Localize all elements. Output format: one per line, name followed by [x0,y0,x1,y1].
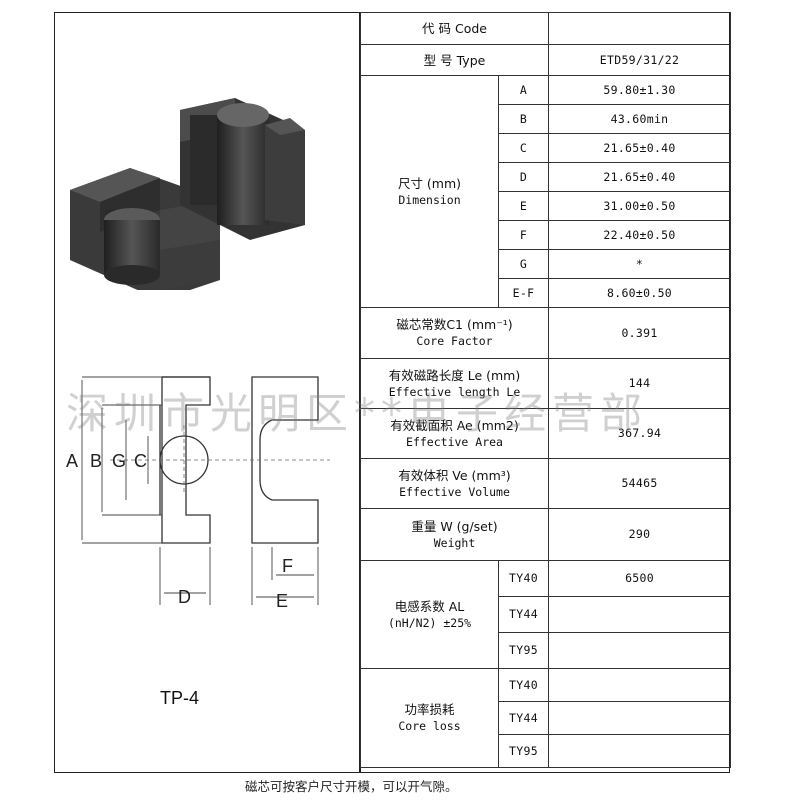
dim-key: A [497,75,550,105]
al-material: TY95 [497,632,550,669]
weight-label: 重量 W (g/set) Weight [359,508,550,561]
ve-cn: 有效体积 Ve (mm³) [398,467,511,483]
dimension-label: 尺寸 (mm) Dimension [360,75,499,308]
label-E: E [276,591,288,611]
column-divider [359,12,361,773]
core-factor-value: 0.391 [548,307,732,359]
loss-value [548,734,732,768]
label-B: B [90,451,102,471]
dim-value: 21.65±0.40 [548,133,732,163]
label-D: D [178,587,191,607]
type-value: ETD59/31/22 [548,44,732,76]
label-C: C [134,451,147,471]
loss-value [548,668,732,702]
ae-value: 367.94 [548,408,732,459]
spec-table: 代 码 Code 型 号 Type ETD59/31/22 尺寸 (mm) Di… [359,12,732,768]
dimension-drawing: A B G C D E F [66,376,330,611]
core-photo [70,98,305,290]
ve-value: 54465 [548,458,732,509]
le-en: Effective length Le [388,384,521,399]
core-factor-label: 磁芯常数C1 (mm⁻¹) Core Factor [359,307,550,359]
loss-material: TY44 [497,701,550,735]
dim-key: E [497,191,550,221]
loss-en: Core loss [398,719,461,733]
dim-key: C [497,133,550,163]
dim-key: E-F [497,278,550,308]
dim-key: F [497,220,550,250]
al-value [548,596,732,633]
dim-value: 21.65±0.40 [548,162,732,192]
loss-label: 功率损耗 Core loss [360,668,499,768]
le-cn: 有效磁路长度 Le (mm) [388,367,521,383]
dimension-label-cn: 尺寸 (mm) [397,175,462,191]
al-material: TY44 [497,596,550,633]
code-value [548,12,732,45]
ae-cn: 有效截面积 Ae (mm2) [390,417,519,433]
dim-value: 59.80±1.30 [548,75,732,105]
dim-value: * [548,249,732,279]
dimension-label-en: Dimension [398,192,461,207]
footnote: 磁芯可按客户尺寸开模，可以开气隙。 [245,779,458,794]
model-label: TP-4 [160,688,200,708]
weight-cn: 重量 W (g/set) [411,518,498,534]
label-G: G [112,451,126,471]
weight-en: Weight [433,535,476,550]
dim-value: 31.00±0.50 [548,191,732,221]
ae-en: Effective Area [406,434,503,449]
al-label: 电感系数 AL (nH/N2) ±25% [360,560,499,669]
al-value: 6500 [548,560,732,597]
al-cn: 电感系数 AL [394,598,465,614]
core-factor-cn: 磁芯常数C1 (mm⁻¹) [396,317,513,332]
dim-key: D [497,162,550,192]
loss-material: TY95 [497,734,550,768]
label-F: F [282,556,293,576]
le-value: 144 [548,358,732,409]
dim-value: 43.60min [548,104,732,134]
weight-value: 290 [548,508,732,561]
dim-key: B [497,104,550,134]
ve-en: Effective Volume [399,484,510,499]
label-A: A [66,451,78,471]
al-unit: (nH/N2) ±25% [387,615,472,630]
dim-value: 8.60±0.50 [548,278,732,308]
core-factor-en: Core Factor [416,334,493,348]
ae-label: 有效截面积 Ae (mm2) Effective Area [359,408,550,459]
ve-label: 有效体积 Ve (mm³) Effective Volume [359,458,550,509]
loss-value [548,701,732,735]
code-label: 代 码 Code [359,12,550,45]
al-value [548,632,732,669]
dim-value: 22.40±0.50 [548,220,732,250]
type-label: 型 号 Type [359,44,550,76]
le-label: 有效磁路长度 Le (mm) Effective length Le [359,358,550,409]
dim-key: G [497,249,550,279]
al-material: TY40 [497,560,550,597]
loss-material: TY40 [497,668,550,702]
loss-cn: 功率损耗 [404,702,455,717]
